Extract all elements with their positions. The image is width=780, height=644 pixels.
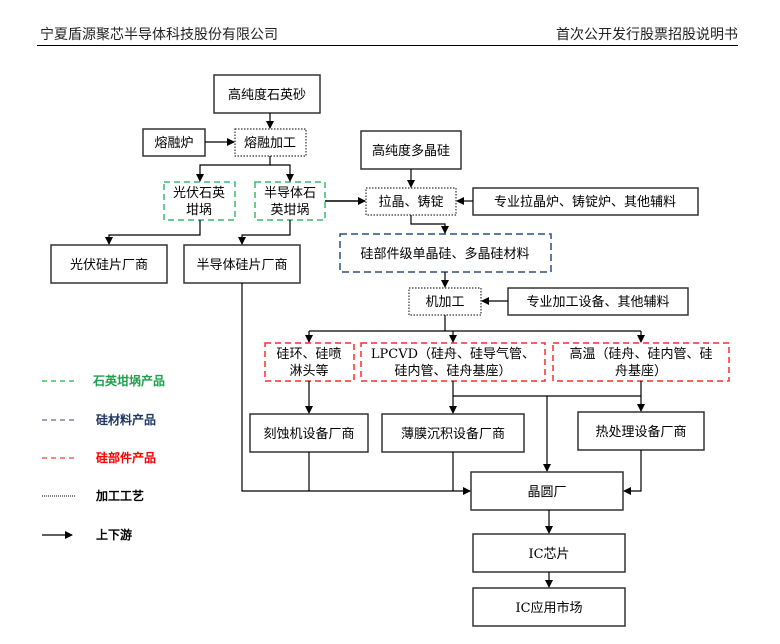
node-film-maker-label: 薄膜沉积设备厂商 bbox=[401, 426, 505, 442]
node-semi-crucible-line2: 英坩埚 bbox=[270, 203, 309, 218]
edge-melting-to-pv-crucible bbox=[196, 156, 271, 182]
node-ring-shower-line1: 硅环、硅喷 bbox=[276, 347, 341, 362]
node-silicon-material-label: 硅部件级单晶硅、多晶硅材料 bbox=[360, 246, 529, 262]
node-machining-label: 机加工 bbox=[425, 295, 464, 310]
legend: 石英坩埚产品 硅材料产品 硅部件产品 加工工艺 上下游 bbox=[42, 373, 165, 542]
edge-pulling-to-silicon-material bbox=[410, 215, 449, 234]
node-quartz-sand: 高纯度石英砂 bbox=[213, 74, 321, 114]
node-high-temp-line2: 舟基座） bbox=[615, 364, 667, 379]
node-lpcvd-line2: 硅内管、硅舟基座） bbox=[394, 363, 511, 379]
node-ring-shower: 硅环、硅喷 淋头等 bbox=[264, 342, 355, 382]
legend-item-silicon-material: 硅材料产品 bbox=[42, 412, 156, 427]
node-quartz-sand-label: 高纯度石英砂 bbox=[228, 87, 306, 103]
legend-item-process: 加工工艺 bbox=[42, 488, 144, 503]
node-melting-furnace-label: 熔融炉 bbox=[154, 136, 193, 151]
node-semi-crucible-line1: 半导体石 bbox=[264, 186, 316, 201]
node-crystal-pulling-label: 拉晶、铸锭 bbox=[378, 194, 443, 210]
header-rule bbox=[37, 45, 738, 46]
node-ic-market-label: IC应用市场 bbox=[515, 600, 582, 616]
node-melting-process: 熔融加工 bbox=[234, 128, 307, 157]
legend-label-quartz-product: 石英坩埚产品 bbox=[92, 373, 165, 388]
node-heat-maker: 热处理设备厂商 bbox=[577, 411, 705, 451]
node-crystal-pulling: 拉晶、铸锭 bbox=[365, 187, 457, 216]
node-silicon-material: 硅部件级单晶硅、多晶硅材料 bbox=[339, 233, 552, 273]
node-lpcvd-line1: LPCVD（硅舟、硅导气管、 bbox=[371, 346, 535, 362]
node-film-maker: 薄膜沉积设备厂商 bbox=[381, 413, 525, 453]
node-melting-process-label: 熔融加工 bbox=[244, 136, 296, 151]
node-semi-wafer-maker-label: 半导体硅片厂商 bbox=[196, 258, 287, 273]
legend-label-silicon-part: 硅部件产品 bbox=[96, 450, 156, 465]
node-pv-wafer-maker: 光伏硅片厂商 bbox=[50, 244, 168, 284]
node-fab: 晶圆厂 bbox=[470, 471, 624, 511]
node-pv-crucible-line1: 光伏石英 bbox=[173, 186, 225, 201]
edge-semi-crucible-to-semi-wafer bbox=[238, 220, 291, 245]
node-poly-silicon-label: 高纯度多晶硅 bbox=[372, 143, 450, 159]
node-high-temp-line1: 高温（硅舟、硅内管、硅 bbox=[569, 346, 712, 362]
header-document-title: 首次公开发行股票招股说明书 bbox=[556, 27, 738, 43]
node-ring-shower-line2: 淋头等 bbox=[289, 363, 328, 379]
node-machining-equipment-label: 专业加工设备、其他辅料 bbox=[526, 294, 669, 310]
edge-melting-to-semi-crucible bbox=[270, 164, 294, 182]
legend-item-upstream-downstream: 上下游 bbox=[42, 527, 132, 542]
node-melting-furnace: 熔融炉 bbox=[142, 128, 206, 157]
node-pv-crucible-line2: 坩埚 bbox=[186, 203, 212, 218]
node-pulling-equipment-label: 专业拉晶炉、铸锭炉、其他辅料 bbox=[494, 194, 676, 210]
node-fab-label: 晶圆厂 bbox=[527, 485, 566, 500]
edge-pv-crucible-to-pv-wafer bbox=[105, 220, 201, 245]
node-etch-maker-label: 刻蚀机设备厂商 bbox=[263, 426, 354, 442]
legend-label-process: 加工工艺 bbox=[95, 488, 144, 503]
node-heat-maker-label: 热处理设备厂商 bbox=[595, 424, 686, 440]
node-lpcvd: LPCVD（硅舟、硅导气管、 硅内管、硅舟基座） bbox=[360, 342, 546, 382]
legend-label-silicon-material: 硅材料产品 bbox=[96, 412, 156, 427]
node-semi-crucible: 半导体石 英坩埚 bbox=[254, 181, 326, 221]
node-pv-wafer-maker-label: 光伏硅片厂商 bbox=[70, 258, 148, 273]
node-pulling-equipment: 专业拉晶炉、铸锭炉、其他辅料 bbox=[472, 187, 699, 216]
node-poly-silicon: 高纯度多晶硅 bbox=[360, 130, 462, 170]
node-etch-maker: 刻蚀机设备厂商 bbox=[249, 413, 369, 453]
edge-heat-to-fab bbox=[623, 450, 642, 495]
node-high-temp: 高温（硅舟、硅内管、硅 舟基座） bbox=[552, 342, 730, 382]
node-machining-equipment: 专业加工设备、其他辅料 bbox=[507, 287, 689, 316]
node-machining: 机加工 bbox=[408, 287, 482, 316]
legend-item-silicon-part: 硅部件产品 bbox=[42, 450, 156, 465]
node-semi-wafer-maker: 半导体硅片厂商 bbox=[183, 244, 301, 284]
node-ic-market: IC应用市场 bbox=[472, 587, 626, 627]
legend-item-quartz-product: 石英坩埚产品 bbox=[42, 373, 165, 388]
header-company: 宁夏盾源聚芯半导体科技股份有限公司 bbox=[40, 27, 278, 43]
node-pv-crucible: 光伏石英 坩埚 bbox=[163, 181, 236, 221]
connectors bbox=[105, 113, 645, 588]
legend-label-upstream-downstream: 上下游 bbox=[96, 527, 132, 542]
edge-semi-wafer-to-fab bbox=[241, 283, 471, 495]
node-ic-chip: IC芯片 bbox=[472, 533, 626, 573]
node-ic-chip-label: IC芯片 bbox=[528, 547, 569, 562]
